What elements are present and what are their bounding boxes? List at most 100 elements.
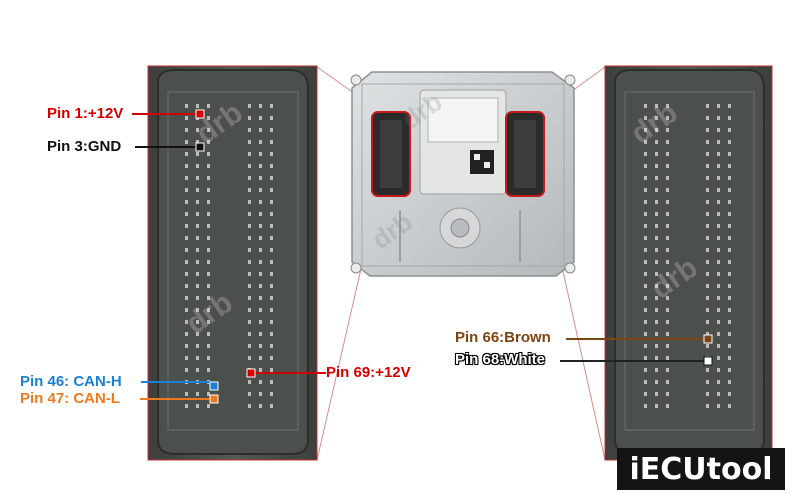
connector-pin [655, 152, 658, 156]
connector-pin [728, 176, 731, 180]
connector-pin [666, 404, 669, 408]
connector-pin [666, 212, 669, 216]
connector-pin [666, 236, 669, 240]
connector-pin [185, 200, 188, 204]
connector-pin [728, 260, 731, 264]
connector-pin [196, 272, 199, 276]
connector-pin [644, 224, 647, 228]
connector-pin [270, 344, 273, 348]
connector-pin [666, 380, 669, 384]
connector-pin [666, 200, 669, 204]
connector-pin [717, 236, 720, 240]
connector-pin [644, 344, 647, 348]
connector-pin [728, 296, 731, 300]
connector-pin [259, 308, 262, 312]
connector-pin [270, 104, 273, 108]
connector-pin [666, 332, 669, 336]
connector-pin [270, 320, 273, 324]
connector-pin [270, 188, 273, 192]
connector-pin [644, 248, 647, 252]
connector-pin [717, 224, 720, 228]
connector-pin [655, 356, 658, 360]
connector-pin [666, 308, 669, 312]
connector-pin [717, 248, 720, 252]
connector-pin [259, 404, 262, 408]
connector-pin [644, 272, 647, 276]
connector-pin [248, 284, 251, 288]
connector-pin [706, 368, 709, 372]
connector-pin [655, 320, 658, 324]
right-pin-grid [644, 104, 731, 408]
connector-pin [196, 404, 199, 408]
connector-pin [207, 272, 210, 276]
connector-pin [270, 380, 273, 384]
connector-pin [207, 368, 210, 372]
connector-pin [728, 368, 731, 372]
connector-pin [259, 284, 262, 288]
connector-pin [666, 284, 669, 288]
connector-pin [728, 128, 731, 132]
connector-pin [185, 332, 188, 336]
connector-pin [185, 284, 188, 288]
connector-pin [259, 176, 262, 180]
connector-pin [666, 272, 669, 276]
connector-pin [248, 152, 251, 156]
connector-pin [644, 236, 647, 240]
connector-pin [207, 164, 210, 168]
connector-pin [706, 212, 709, 216]
pin47-label: Pin 47: CAN-L [20, 390, 121, 407]
connector-pin [259, 164, 262, 168]
connector-pin [259, 332, 262, 336]
connector-pin [728, 392, 731, 396]
connector-pin [728, 404, 731, 408]
connector-pin [717, 188, 720, 192]
connector-pin [655, 260, 658, 264]
connector-pin [655, 296, 658, 300]
connector-pin [248, 200, 251, 204]
connector-pin [655, 332, 658, 336]
ecu-housing [350, 71, 576, 277]
connector-pin [655, 344, 658, 348]
connector-pin [717, 380, 720, 384]
connector-pin [248, 260, 251, 264]
connector-pin [248, 224, 251, 228]
connector-pin [248, 380, 251, 384]
connector-pin [666, 104, 669, 108]
connector-pin [207, 176, 210, 180]
connector-pin [728, 332, 731, 336]
connector-pin [728, 272, 731, 276]
connector-pin [196, 284, 199, 288]
connector-pin [207, 248, 210, 252]
connector-pin [248, 356, 251, 360]
connector-pin [728, 284, 731, 288]
connector-pin [728, 152, 731, 156]
connector-pin [728, 164, 731, 168]
connector-pin [666, 128, 669, 132]
connector-pin [207, 284, 210, 288]
connector-pin [644, 260, 647, 264]
connector-pin [644, 380, 647, 384]
connector-pin [259, 128, 262, 132]
connector-pin [655, 176, 658, 180]
connector-pin [185, 224, 188, 228]
connector-pin [185, 404, 188, 408]
connector-pin [666, 176, 669, 180]
connector-pin [706, 200, 709, 204]
connector-pin [717, 368, 720, 372]
connector-pin [259, 356, 262, 360]
connector-pin [207, 128, 210, 132]
connector-pin [196, 236, 199, 240]
connector-pin [666, 392, 669, 396]
connector-pin [207, 188, 210, 192]
connector-pin [717, 392, 720, 396]
connector-pin [728, 308, 731, 312]
connector-pin [248, 116, 251, 120]
connector-pin [248, 140, 251, 144]
connector-pin [717, 128, 720, 132]
connector-pin [717, 308, 720, 312]
connector-pin [644, 332, 647, 336]
left-pin-grid [185, 104, 273, 408]
connector-pin [270, 272, 273, 276]
connector-pin [706, 104, 709, 108]
